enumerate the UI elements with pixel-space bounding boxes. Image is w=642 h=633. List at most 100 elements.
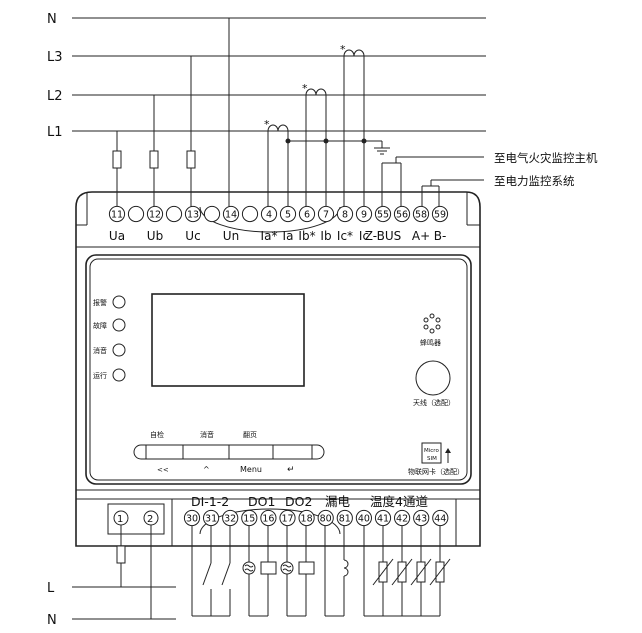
terminal-6	[298, 205, 316, 223]
bus-label-l1: L1	[47, 125, 63, 140]
button-back[interactable]	[145, 444, 184, 460]
label-do1: DO1	[248, 494, 275, 509]
button-enter-label: ↵	[287, 465, 295, 475]
label-to-fire-host: 至电气火灾监控主机	[494, 151, 598, 165]
ct-coil-icon	[267, 124, 289, 132]
terminal-number: 14	[225, 210, 237, 221]
supply-label-n: N	[47, 613, 57, 628]
terminal-number: 58	[415, 210, 427, 221]
fuse-icon	[186, 150, 196, 169]
button-menu[interactable]	[228, 444, 274, 460]
terminal-number: 44	[434, 514, 446, 525]
lcd-screen	[151, 293, 305, 387]
terminal-label: Ub	[147, 229, 163, 243]
terminal-number: 40	[358, 514, 370, 525]
terminal-label: Ib	[320, 229, 331, 243]
bus-label-n: N	[47, 12, 57, 27]
terminal-number: 41	[377, 514, 389, 525]
current-transformers: * * *	[264, 43, 390, 207]
buzzer-label: 蜂鸣器	[420, 338, 441, 347]
terminal-label: Un	[223, 229, 239, 243]
terminal-9	[355, 205, 373, 223]
label-di: DI-1-2	[191, 494, 229, 509]
terminal-32	[222, 509, 239, 527]
led-icon	[112, 295, 126, 309]
terminal-56	[393, 205, 411, 223]
terminal-41	[374, 509, 392, 527]
terminal-number: 4	[266, 210, 272, 221]
supply-label-l: L	[47, 581, 55, 596]
terminal-number: 13	[187, 210, 199, 221]
terminal-55	[374, 205, 392, 223]
led-icon	[112, 368, 126, 382]
comm-lines: 至电气火灾监控主机 至电力监控系统	[381, 151, 598, 207]
antenna-icon	[415, 360, 451, 396]
terminal-label: Uc	[185, 229, 200, 243]
relay-coil-icon	[298, 561, 315, 575]
terminal-30	[183, 509, 201, 527]
group-labels: DI-1-2 DO1 DO2 漏电 温度4通道	[191, 494, 428, 509]
svg-text:运行: 运行	[93, 371, 107, 380]
terminal-31	[203, 509, 220, 527]
power-terminal-block: 1 2 L N	[47, 503, 176, 628]
terminal-43	[413, 509, 430, 527]
relay-coil-icon	[260, 561, 277, 575]
button-label-selftest: 自检	[150, 430, 164, 439]
terminal-number: 6	[304, 210, 310, 221]
terminal-number: 16	[262, 514, 274, 525]
terminal-number: 31	[205, 514, 217, 525]
svg-text:故障: 故障	[93, 321, 107, 330]
terminal-number: 18	[301, 514, 313, 525]
indicator-alarm: 报警	[93, 295, 126, 309]
switch-icon	[202, 562, 212, 586]
button-enter[interactable]	[272, 444, 313, 460]
switch-icon	[221, 562, 231, 586]
terminal-label: Ic*	[337, 229, 353, 243]
bus-label-l3: L3	[47, 50, 63, 65]
button-up[interactable]	[182, 444, 230, 460]
terminal-blank	[241, 205, 259, 223]
terminal-label: Ib*	[298, 229, 315, 243]
indicator-run: 运行	[93, 368, 126, 382]
terminal-40	[355, 509, 372, 527]
indicator-mute: 消音	[93, 343, 126, 357]
terminal-number: 42	[396, 514, 408, 525]
terminal-blank	[203, 205, 221, 223]
terminal-44	[432, 509, 449, 527]
leakage-ct-icon	[343, 559, 349, 577]
terminal-number: 11	[111, 210, 123, 221]
fuse-icon	[112, 150, 122, 169]
device-housing	[75, 191, 481, 547]
buzzer-icon	[423, 313, 441, 334]
terminal-18	[298, 509, 315, 527]
label-leakage: 漏电	[325, 494, 351, 509]
terminal-11	[108, 205, 126, 223]
svg-text:消音: 消音	[93, 346, 107, 355]
terminal-number: 5	[285, 210, 291, 221]
terminal-number: 17	[281, 514, 293, 525]
terminal-14	[222, 205, 240, 223]
terminal-42	[394, 509, 411, 527]
terminal-5	[279, 205, 297, 223]
terminal-number: 15	[243, 514, 255, 525]
terminal-number: 7	[323, 210, 329, 221]
terminal-label: Z-BUS	[365, 229, 402, 243]
terminal-number: 55	[377, 210, 389, 221]
top-terminal-row: 11Ua12Ub13Uc14Un4Ia*5Ia6Ib*7Ib8Ic*9Ic55Z…	[108, 205, 449, 243]
ct-coil-icon	[305, 88, 327, 96]
label-temperature: 温度4通道	[370, 494, 428, 509]
terminal-80	[317, 509, 334, 527]
terminal-7	[317, 205, 335, 223]
terminal-58	[412, 205, 430, 223]
svg-text:报警: 报警	[93, 298, 107, 307]
terminal-number: 9	[361, 210, 367, 221]
terminal-59	[431, 205, 449, 223]
ct-star-c: *	[340, 43, 346, 56]
terminal-number: 30	[186, 514, 198, 525]
label-do2: DO2	[285, 494, 312, 509]
terminal-label: Ic	[359, 229, 369, 243]
led-icon	[112, 343, 126, 357]
terminal-label: B-	[434, 229, 447, 243]
svg-text:Micro: Micro	[424, 448, 439, 454]
